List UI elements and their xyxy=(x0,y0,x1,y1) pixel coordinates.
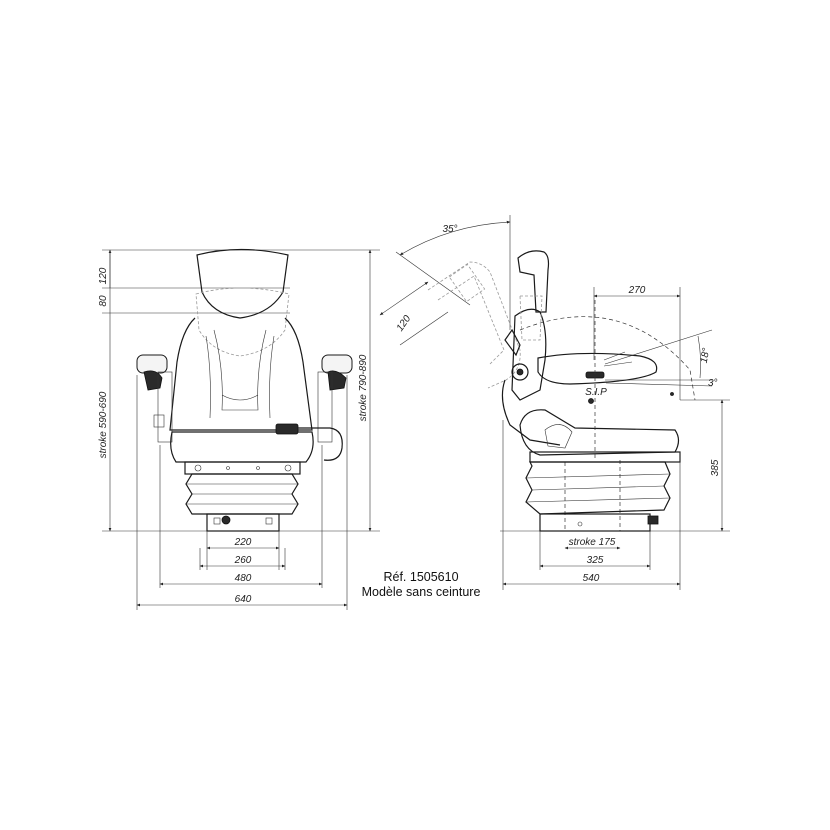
headrest-raised xyxy=(196,248,289,319)
backrest-upright xyxy=(511,308,547,401)
seat-cushion-side xyxy=(537,352,658,385)
adjustment-arc xyxy=(519,316,696,401)
dim-angle-3: 3° xyxy=(708,378,718,389)
dim-stroke-175: stroke 175 xyxy=(569,537,616,548)
backrest-reclined xyxy=(427,261,521,389)
armrest-left xyxy=(136,354,173,443)
armrest-right xyxy=(317,354,353,443)
dim-angle-18: 18° xyxy=(699,347,712,364)
buckle xyxy=(275,423,299,435)
bellows-front xyxy=(185,473,299,515)
dim-270: 270 xyxy=(628,285,646,296)
headrest-side xyxy=(517,250,550,313)
seat-cushion-front xyxy=(170,431,314,463)
dim-headrest-120: 120 xyxy=(98,267,109,284)
dim-325: 325 xyxy=(587,555,604,566)
dim-220: 220 xyxy=(234,537,252,548)
seat-frame-side xyxy=(519,409,680,456)
side-view: 35° 120 S.I.P xyxy=(379,215,730,590)
dim-640: 640 xyxy=(235,594,252,605)
dim-headrest-80: 80 xyxy=(98,295,109,307)
dim-540: 540 xyxy=(583,573,600,584)
model-description: Modèle sans ceinture xyxy=(362,585,481,599)
dim-backrest-120: 120 xyxy=(395,313,414,333)
sip-marker-label: S.I.P xyxy=(585,387,607,398)
bellows-side xyxy=(525,461,671,515)
dim-260: 260 xyxy=(234,555,252,566)
dim-480: 480 xyxy=(235,573,252,584)
dim-385: 385 xyxy=(710,459,721,476)
headrest-lowered xyxy=(195,287,290,357)
front-view: 120 80 stroke 590-690 stroke 790-890 220… xyxy=(98,248,380,610)
dim-stroke-high: stroke 790-890 xyxy=(358,354,369,421)
recline-pivot xyxy=(511,363,529,381)
dim-angle-35: 35° xyxy=(442,224,457,235)
backrest-front xyxy=(169,317,313,431)
dim-stroke-low: stroke 590-690 xyxy=(98,391,109,458)
reference-number: Réf. 1505610 xyxy=(383,570,458,584)
